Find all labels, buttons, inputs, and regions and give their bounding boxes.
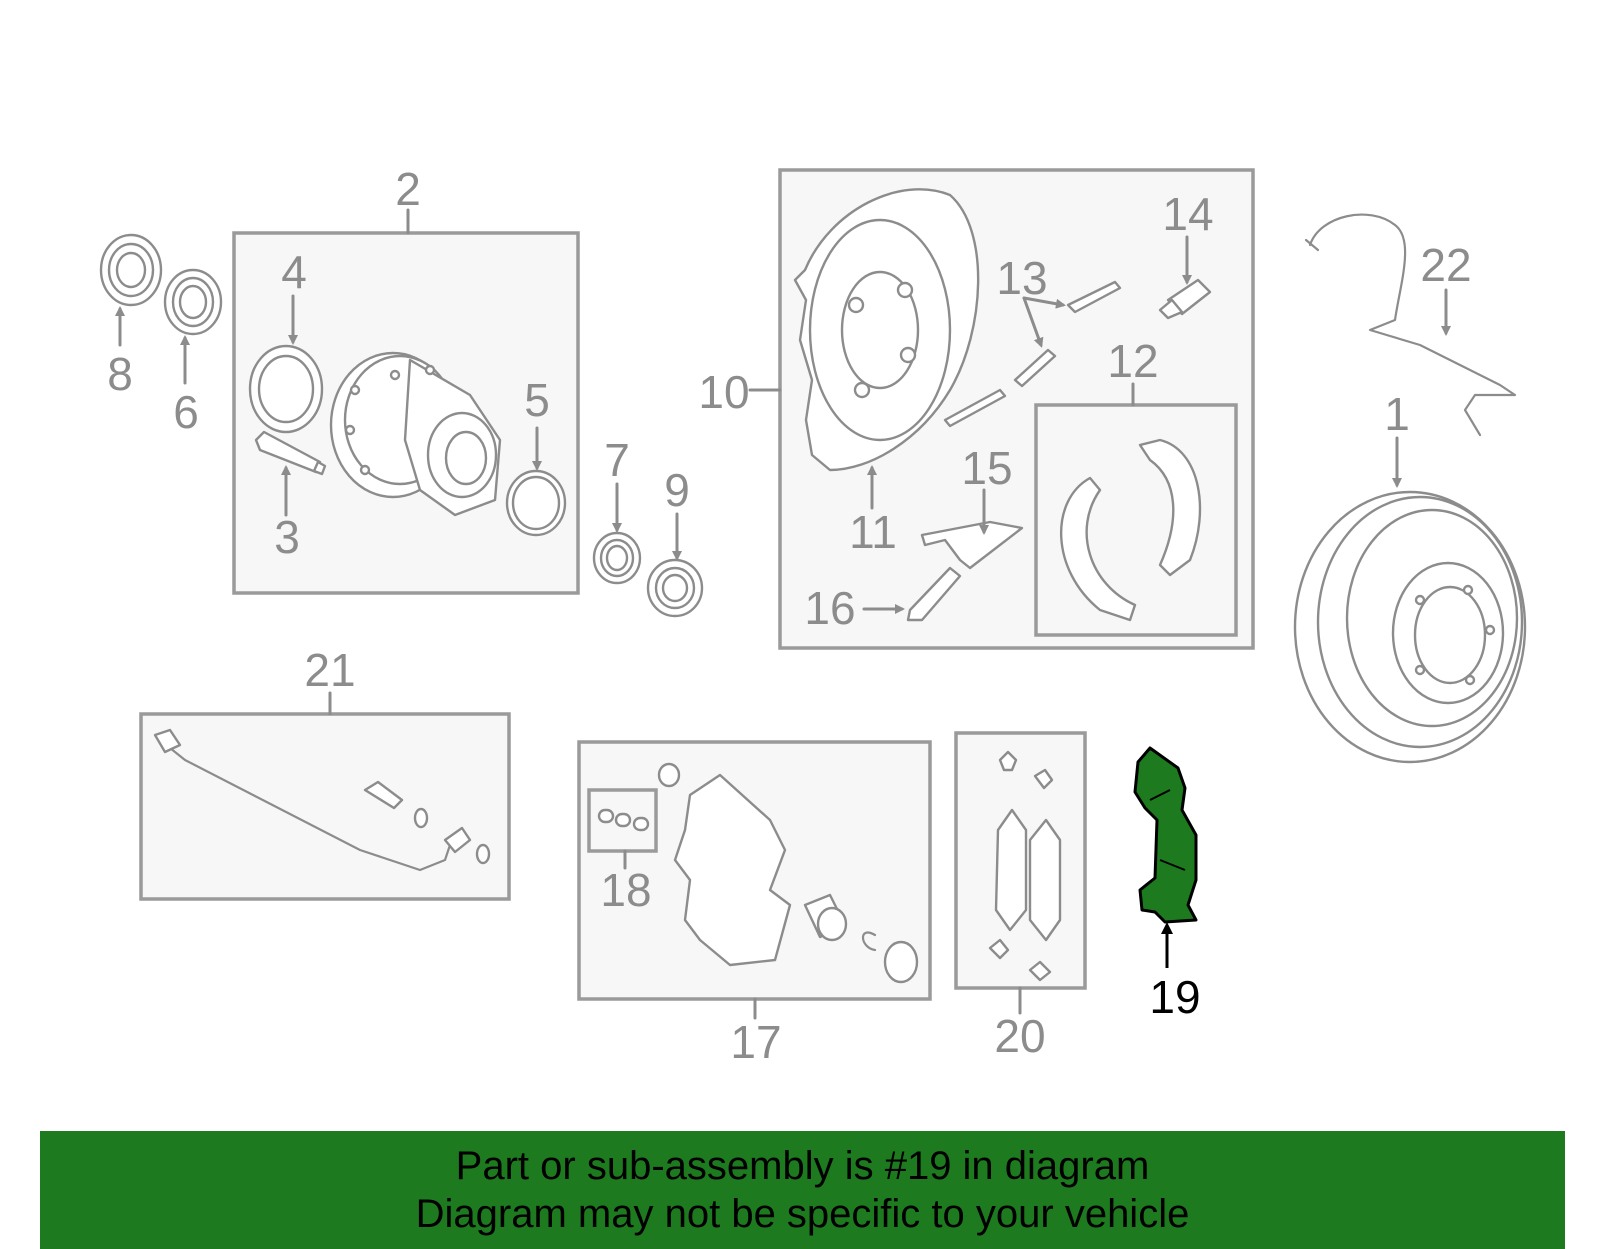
part-4-seal	[248, 344, 324, 434]
callout-1: 1	[1384, 388, 1410, 440]
part-12-brake-shoes	[1060, 438, 1202, 622]
part-9-bearing	[646, 558, 704, 618]
callout-9: 9	[664, 464, 690, 516]
callout-4: 4	[281, 246, 307, 298]
callout-22: 22	[1420, 239, 1471, 291]
part-14-bleeder	[1158, 278, 1212, 320]
part-8-seal	[99, 233, 163, 307]
callout-6: 6	[173, 386, 199, 438]
callout-13: 13	[996, 252, 1047, 304]
banner-line-1: Part or sub-assembly is #19 in diagram	[455, 1144, 1150, 1188]
part-6-bearing	[163, 268, 223, 336]
callout-8: 8	[107, 348, 133, 400]
part-19-caliper-bracket	[1133, 746, 1198, 924]
info-banner: Part or sub-assembly is #19 in diagram D…	[40, 1131, 1565, 1249]
part-3-stud	[254, 430, 327, 476]
part-16-strut	[906, 566, 962, 622]
callout-17: 17	[730, 1016, 781, 1068]
callout-7: 7	[604, 434, 630, 486]
part-22-abs-sensor	[1304, 213, 1517, 437]
part-1-rotor	[1293, 490, 1527, 764]
callout-14: 14	[1162, 188, 1213, 240]
callout-15: 15	[961, 442, 1012, 494]
part-7-bearing	[592, 531, 642, 585]
group-box-21	[139, 712, 511, 901]
callout-21: 21	[304, 644, 355, 696]
part-17-caliper	[657, 762, 919, 984]
part-11-dust-shield	[793, 188, 980, 472]
part-13-springs	[943, 280, 1122, 428]
callout-16: 16	[804, 582, 855, 634]
callout-5: 5	[524, 374, 550, 426]
part-20-brake-pads	[988, 750, 1062, 982]
callout-18: 18	[600, 864, 651, 916]
callout-3: 3	[274, 511, 300, 563]
callout-20: 20	[994, 1010, 1045, 1062]
part-18-pins	[597, 808, 650, 832]
part-15-lever	[920, 520, 1024, 570]
hub-assembly	[329, 351, 502, 517]
callout-10: 10	[698, 366, 749, 418]
callout-12: 12	[1107, 335, 1158, 387]
banner-line-2: Diagram may not be specific to your vehi…	[415, 1192, 1190, 1236]
callout-11: 11	[849, 506, 897, 558]
part-5-ring	[505, 469, 567, 537]
callout-2: 2	[395, 163, 421, 215]
callout-19: 19	[1149, 971, 1200, 1023]
part-21-brake-hose	[153, 728, 491, 872]
